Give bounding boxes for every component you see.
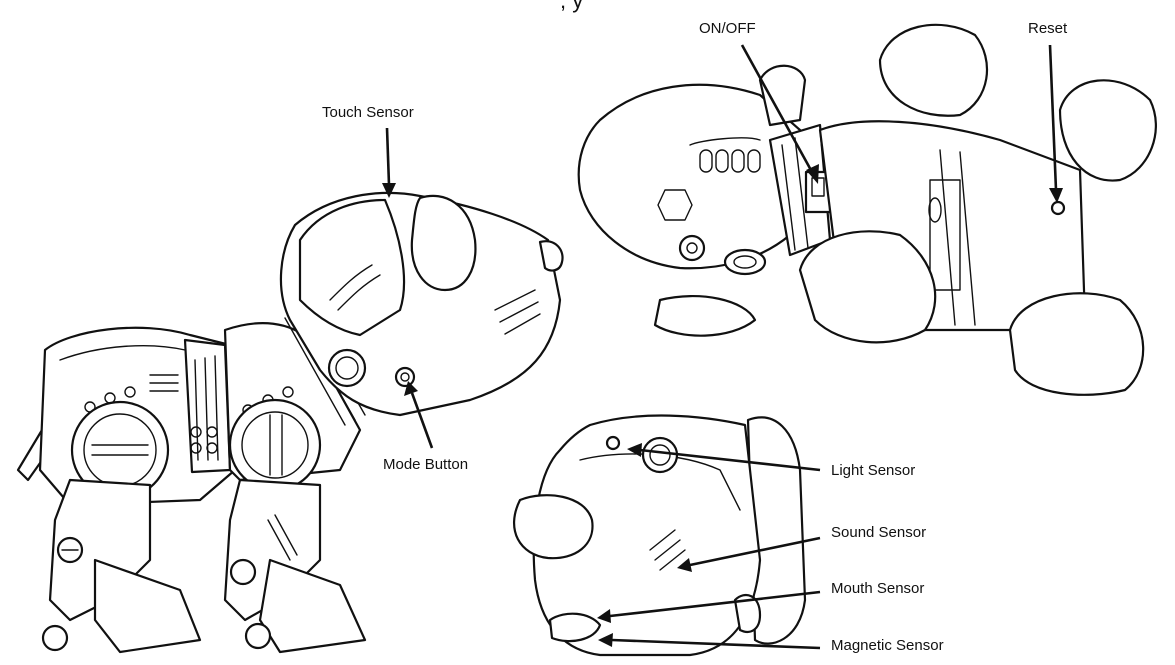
- reset-label: Reset: [1028, 20, 1067, 38]
- dog-underside-illustration: [579, 25, 1156, 395]
- header-partial-text: , y: [560, 0, 583, 14]
- sound-sensor-label: Sound Sensor: [831, 524, 926, 542]
- touch-sensor-arrow: [387, 128, 389, 185]
- on-off-label: ON/OFF: [699, 20, 756, 38]
- touch-sensor-label: Touch Sensor: [322, 104, 414, 122]
- magnetic-sensor-label: Magnetic Sensor: [831, 637, 944, 655]
- light-sensor-label: Light Sensor: [831, 462, 915, 480]
- mode-button-label: Mode Button: [383, 456, 468, 474]
- mouth-sensor-label: Mouth Sensor: [831, 580, 924, 598]
- dog-standing-illustration: [18, 193, 563, 652]
